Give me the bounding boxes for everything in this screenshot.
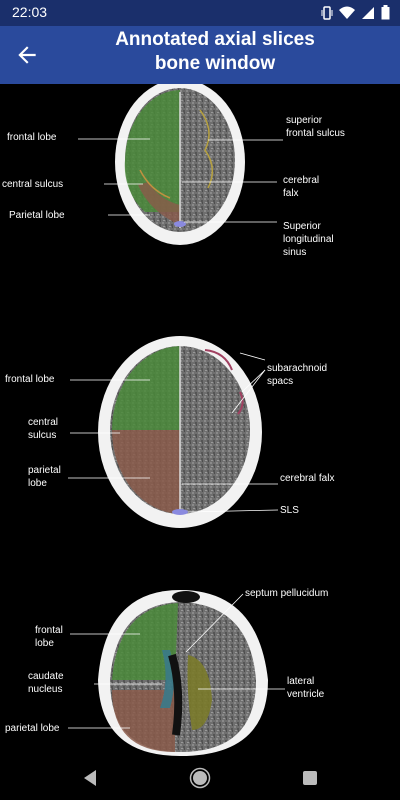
annotated-image-area[interactable]: frontal lobe central sulcus Parietal lob… xyxy=(0,84,400,756)
label-septum-pellucidum: septum pellucidum xyxy=(245,588,329,599)
back-triangle-icon[interactable] xyxy=(78,766,102,790)
ct-slices-image xyxy=(68,84,285,756)
status-time: 22:03 xyxy=(12,4,48,20)
battery-icon xyxy=(381,5,390,20)
slice2-parietal-overlay xyxy=(112,430,180,514)
slice-2 xyxy=(98,336,262,528)
label-central-sulcus-1: central sulcus xyxy=(2,179,64,190)
label-sls: SLS xyxy=(280,505,299,516)
label-frontal-lobe-1: frontal lobe xyxy=(7,132,57,143)
slice2-frontal-overlay xyxy=(112,346,180,430)
app-bar: Annotated axial slices bone window xyxy=(0,26,400,84)
system-nav-bar xyxy=(0,756,400,800)
page-title: Annotated axial slices bone window xyxy=(50,28,380,76)
slice-3 xyxy=(98,590,268,756)
leader-lines xyxy=(68,138,285,729)
slice1-frontal-overlay xyxy=(124,89,180,212)
title-line-2: bone window xyxy=(154,53,276,74)
signal-icon xyxy=(362,6,374,19)
label-parietal-lobe-3: parietal lobe xyxy=(5,723,60,734)
recents-square-icon[interactable] xyxy=(298,766,322,790)
status-bar: 22:03 xyxy=(0,0,400,26)
slice-1 xyxy=(115,84,245,245)
title-line-1: Annotated axial slices xyxy=(115,29,315,50)
vibrate-icon xyxy=(321,5,333,20)
label-cerebral-falx-2: cerebral falx xyxy=(280,473,335,484)
slice3-parietal-overlay xyxy=(112,690,175,752)
status-icons xyxy=(321,5,390,20)
slice3-frontal-overlay xyxy=(112,603,180,680)
label-frontal-lobe-2: frontal lobe xyxy=(5,374,55,385)
home-circle-icon[interactable] xyxy=(188,766,212,790)
back-arrow-icon[interactable] xyxy=(14,42,40,68)
slice1-parietal-overlay xyxy=(138,182,180,225)
slice3-ventricle-overlay xyxy=(187,655,212,730)
label-parietal-lobe-1: Parietal lobe xyxy=(9,210,65,221)
wifi-icon xyxy=(339,6,355,19)
